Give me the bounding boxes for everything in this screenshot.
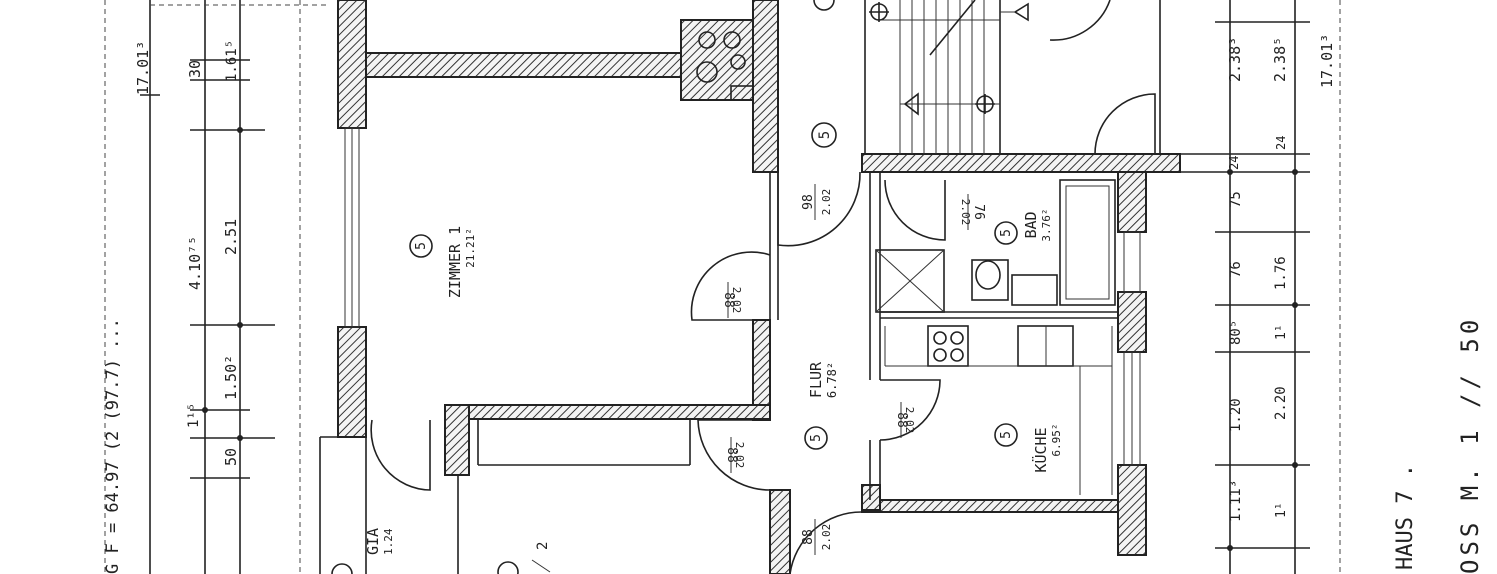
right-dim-9: 1¹ [1274,324,1289,340]
left-dim-7: 1.61⁵ [224,40,240,82]
right-dim-7: 76 [1228,261,1244,278]
partitions [319,0,1161,574]
kitchen-fixtures [884,325,1113,495]
kueche-name: KÜCHE [1031,427,1050,472]
left-area-note: G F = 64.97 (2 (97.7) ... [103,318,123,574]
stair-badge-circle [811,122,837,148]
door-label-bottom: 88 2.02 [801,519,833,555]
right-dim-0: 2.38³ [1226,37,1244,82]
zimmer1-name: ZIMMER 1 [446,226,464,298]
flur-badge: 5 [809,434,824,442]
door-label-bad: 76 2.02 [959,194,986,230]
room-bad: 5 BAD 3.76² [994,208,1053,245]
door-flur-width: 98 [801,194,816,210]
door-bottom-width: 88 [801,529,816,545]
zimmer2-badge-circle [497,561,519,574]
stair-badge: 5 [817,131,833,139]
left-dimension-lines [104,0,330,574]
room-kueche: 5 KÜCHE 6.95² [994,423,1063,473]
right-dim-10: 1.20 [1228,398,1244,432]
right-dim-3: 24 [1227,156,1241,170]
kueche-badge-circle [994,423,1018,447]
door-label-kueche: 88 2.02 [894,402,916,438]
door-bad-width: 76 [971,204,986,220]
loggia-name: GIA [364,528,382,555]
flur-badge-circle [804,426,828,450]
bad-name: BAD [1022,211,1040,238]
room-zimmer1: 5 ZIMMER 1 21.21² [409,226,477,298]
left-dim-2: 2.51 [222,219,240,255]
loggia-badge-circle [331,563,353,574]
staircase [813,0,1029,154]
right-dim-13: 1¹ [1274,502,1289,518]
flur-name: FLUR [807,361,825,398]
left-dim-6: 30 [186,60,204,78]
door-zimmer1-height: 2.02 [730,287,743,314]
door-bad-height: 2.02 [959,199,972,226]
bad-area: 3.76² [1040,208,1053,241]
room-flur: 5 FLUR 6.78² [804,361,839,450]
kueche-badge: 5 [999,431,1014,439]
bad-badge: 5 [999,229,1014,237]
left-dim-1: 4.10⁷⁵ [186,236,204,290]
bathroom-fixtures [875,179,1116,313]
title-haus: HAUS 7 . [1393,464,1418,570]
right-dim-4: 24 [1274,136,1288,150]
bad-badge-circle [994,221,1018,245]
right-dim-1: 2.38⁵ [1271,37,1289,82]
door-bottom-height: 2.02 [820,524,833,551]
door-swings [370,0,1156,574]
door-zimmer2-height: 2.02 [733,442,746,469]
right-dim-6: 1.76 [1273,256,1289,290]
door-label-zimmer2: 88 2.02 [724,437,746,473]
right-dim-8: 80⁵ [1228,320,1244,345]
left-dim-3: 1.50² [222,355,240,400]
door-label-flur: 98 2.02 [801,184,833,220]
door-flur-height: 2.02 [820,189,833,216]
left-dim-total: 17.01³ [134,41,152,95]
chimney [696,31,754,101]
zimmer1-area: 21.21² [464,228,477,268]
room-stair: 5 [811,122,837,148]
walls [337,0,1181,574]
right-dim-2: 17.01³ [1318,34,1336,88]
loggia-area: 1.24 [382,528,395,555]
door-label-zimmer1: 88 2.02 [721,282,743,318]
door-kueche-height: 2.02 [903,407,916,434]
left-dim-4: 1¹⁵ [186,403,202,428]
kueche-area: 6.95² [1050,423,1063,456]
room-loggia: GIA 1.24 [331,528,395,574]
zimmer2-label: 2 [535,542,551,550]
windows [344,127,1141,466]
right-dim-12: 1.11³ [1228,480,1244,522]
zimmer1-badge-circle [409,234,433,258]
left-dim-5: 50 [222,448,240,466]
flur-area: 6.78² [825,362,839,398]
right-dim-11: 2.20 [1273,386,1289,420]
zimmer1-badge: 5 [414,242,429,250]
right-dimension-lines [1180,0,1341,574]
right-dim-5: 75 [1228,191,1244,208]
room-zimmer2: 2 [497,542,551,574]
title-scale: OSS M. 1 // 50 [1456,316,1484,574]
